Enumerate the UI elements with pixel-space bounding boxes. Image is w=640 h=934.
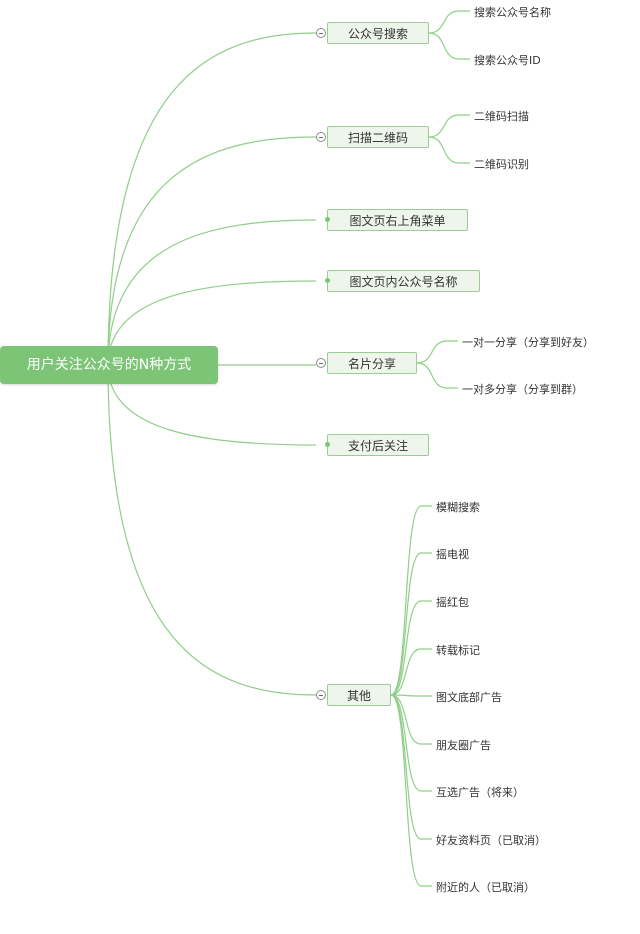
branch-leaf-connector bbox=[390, 552, 432, 696]
root-branch-connector bbox=[107, 364, 317, 446]
leaf-moments-ad[interactable]: 朋友圈广告 bbox=[436, 739, 491, 752]
branch-dot-icon bbox=[325, 278, 330, 283]
branch-leaf-connector bbox=[390, 694, 432, 840]
root-branch-connector bbox=[107, 364, 317, 696]
leaf-mutual-selection-ad[interactable]: 互选广告（将来） bbox=[436, 786, 524, 799]
branch-scan-qr-code[interactable]: 扫描二维码 bbox=[327, 126, 429, 148]
branch-card-sharing[interactable]: 名片分享 bbox=[327, 352, 417, 374]
leaf-repost-mark[interactable]: 转载标记 bbox=[436, 644, 480, 657]
collapse-toggle-icon[interactable] bbox=[316, 28, 326, 38]
root-branch-connector bbox=[107, 219, 317, 366]
root-branch-connector bbox=[107, 280, 317, 366]
branch-account-name-in-article[interactable]: 图文页内公众号名称 bbox=[327, 270, 480, 292]
branch-other[interactable]: 其他 bbox=[327, 684, 391, 706]
leaf-qr-scan[interactable]: 二维码扫描 bbox=[474, 110, 529, 123]
branch-article-top-right-menu[interactable]: 图文页右上角菜单 bbox=[327, 209, 468, 231]
root-branch-connector bbox=[107, 136, 317, 366]
leaf-one-to-one-share[interactable]: 一对一分享（分享到好友） bbox=[462, 336, 594, 349]
leaf-shake-tv[interactable]: 摇电视 bbox=[436, 548, 469, 561]
branch-leaf-connector bbox=[416, 340, 458, 364]
leaf-shake-red-packet[interactable]: 摇红包 bbox=[436, 596, 469, 609]
branch-leaf-connector bbox=[390, 648, 432, 696]
leaf-one-to-many-share[interactable]: 一对多分享（分享到群） bbox=[462, 383, 583, 396]
branch-dot-icon bbox=[325, 217, 330, 222]
leaf-qr-recognize[interactable]: 二维码识别 bbox=[474, 158, 529, 171]
branch-leaf-connector bbox=[416, 362, 458, 389]
branch-leaf-connector bbox=[390, 694, 432, 887]
branch-dot-icon bbox=[325, 442, 330, 447]
leaf-friend-profile-page[interactable]: 好友资料页（已取消） bbox=[436, 834, 546, 847]
branch-leaf-connector bbox=[390, 694, 432, 745]
root-topic[interactable]: 用户关注公众号的N种方式 bbox=[0, 346, 218, 384]
branch-leaf-connector bbox=[390, 694, 432, 697]
collapse-toggle-icon[interactable] bbox=[316, 358, 326, 368]
leaf-article-bottom-ad[interactable]: 图文底部广告 bbox=[436, 691, 502, 704]
branch-official-account-search[interactable]: 公众号搜索 bbox=[327, 22, 429, 44]
leaf-people-nearby[interactable]: 附近的人（已取消） bbox=[436, 881, 535, 894]
branch-leaf-connector bbox=[428, 10, 470, 34]
collapse-toggle-icon[interactable] bbox=[316, 690, 326, 700]
branch-leaf-connector bbox=[390, 505, 432, 696]
leaf-fuzzy-search[interactable]: 模糊搜索 bbox=[436, 501, 480, 514]
branch-leaf-connector bbox=[428, 136, 470, 164]
collapse-toggle-icon[interactable] bbox=[316, 132, 326, 142]
leaf-search-account-id[interactable]: 搜索公众号ID bbox=[474, 54, 541, 67]
branch-leaf-connector bbox=[390, 694, 432, 792]
branch-follow-after-payment[interactable]: 支付后关注 bbox=[327, 434, 429, 456]
branch-leaf-connector bbox=[390, 600, 432, 696]
branch-leaf-connector bbox=[428, 32, 470, 60]
root-branch-connector bbox=[107, 32, 317, 366]
branch-leaf-connector bbox=[428, 114, 470, 138]
leaf-search-account-name[interactable]: 搜索公众号名称 bbox=[474, 6, 551, 19]
